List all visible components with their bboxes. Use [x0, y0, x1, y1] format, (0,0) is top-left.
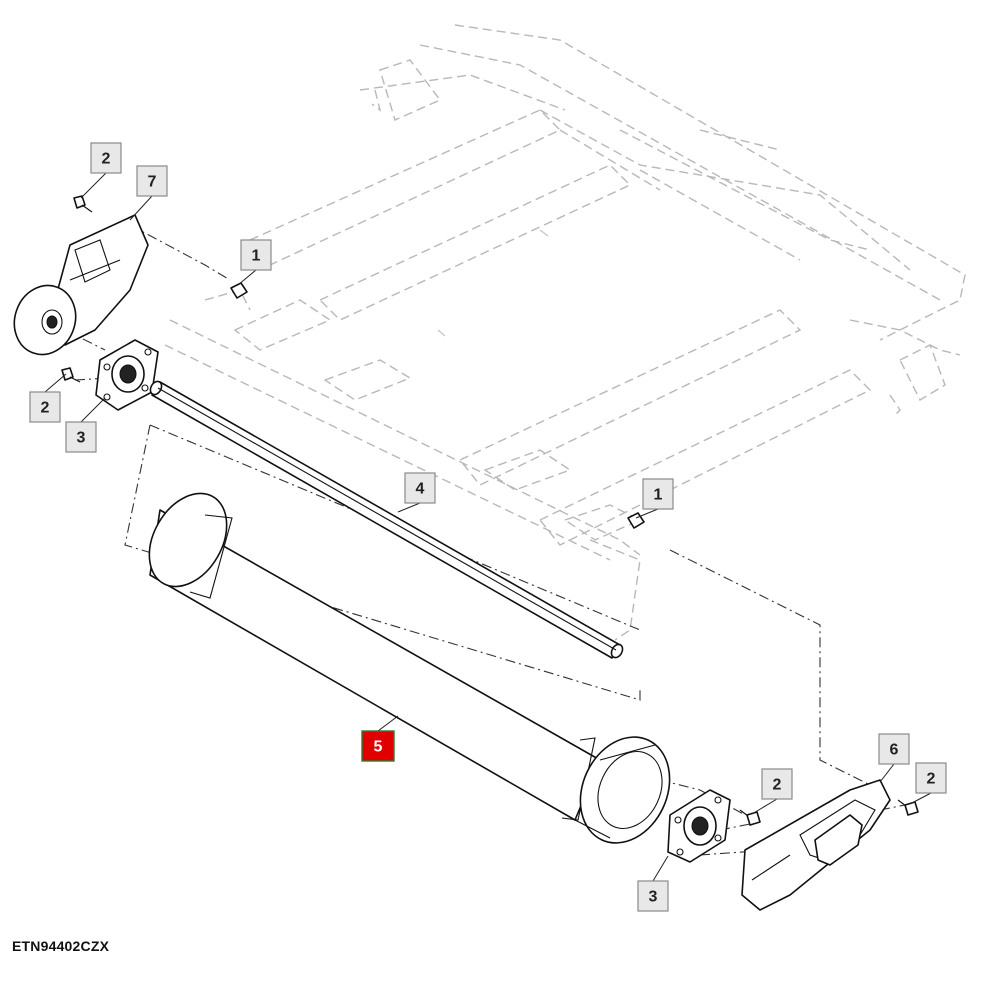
right-flange-bearing	[667, 789, 731, 863]
callout-number: 5	[374, 739, 383, 756]
callout-number: 2	[102, 151, 111, 168]
callout-leader-line	[635, 508, 659, 519]
left-flange-bearing	[95, 339, 159, 411]
callout-leader-line	[80, 172, 107, 199]
callout-leader-line	[397, 502, 421, 513]
callout-number: 3	[649, 889, 658, 906]
callout-box	[90, 142, 122, 174]
callout-leader-line	[237, 269, 257, 286]
callout-2: 2	[909, 762, 947, 805]
callout-1: 1	[237, 239, 272, 286]
roller-shaft	[149, 380, 624, 659]
callout-7: 7	[129, 165, 168, 221]
callout-3: 3	[65, 397, 106, 453]
callout-box	[915, 762, 947, 794]
callout-box	[361, 730, 395, 762]
callout-number: 3	[77, 430, 86, 447]
callout-1: 1	[635, 478, 674, 519]
callout-leader-line	[44, 373, 67, 393]
callout-2: 2	[751, 768, 793, 815]
callout-box	[65, 421, 97, 453]
callout-4: 4	[397, 472, 436, 513]
callout-box	[29, 391, 61, 423]
left-drive-cover	[13, 214, 149, 356]
callout-number: 6	[890, 742, 899, 759]
callout-box	[878, 733, 910, 765]
phantom-frame	[164, 24, 966, 641]
callout-2: 2	[80, 142, 122, 199]
callout-number: 2	[41, 400, 50, 417]
callout-leader-line	[652, 855, 669, 882]
callout-number: 1	[252, 248, 261, 265]
callout-leader-line	[879, 763, 895, 783]
callout-box	[637, 880, 669, 912]
callout-number: 1	[654, 487, 663, 504]
callout-number: 2	[773, 777, 782, 794]
callout-number: 7	[148, 174, 157, 191]
callout-box	[761, 768, 793, 800]
callout-6: 6	[878, 733, 910, 783]
callout-5-highlighted: 5	[361, 715, 399, 762]
callout-3: 3	[637, 855, 669, 912]
callout-leader-line	[751, 798, 778, 815]
drawing-code: ETN94402CZX	[12, 938, 110, 954]
callout-box	[642, 478, 674, 510]
roller-tube	[148, 492, 671, 844]
callout-number: 4	[416, 481, 425, 498]
callout-box	[404, 472, 436, 504]
callout-number: 2	[927, 771, 936, 788]
callout-2: 2	[29, 373, 67, 423]
callout-box	[136, 165, 168, 197]
callout-leader-line	[80, 397, 106, 423]
callout-leader-line	[377, 715, 399, 732]
callout-leader-line	[909, 792, 932, 805]
right-end-cover	[741, 779, 891, 911]
callout-leader-line	[129, 195, 153, 221]
callout-box	[240, 239, 272, 271]
